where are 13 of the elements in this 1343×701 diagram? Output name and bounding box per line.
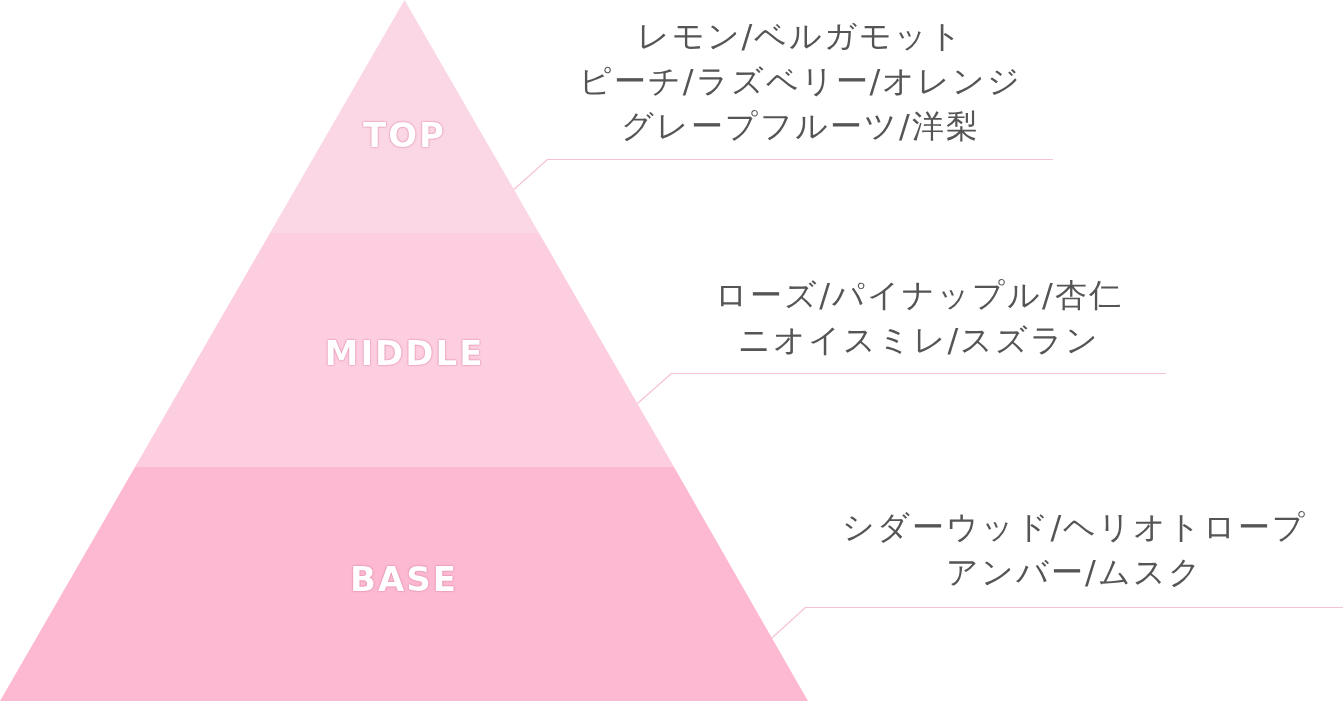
leader-line bbox=[770, 606, 807, 640]
note-text: ローズ/パイナップル/杏仁 bbox=[714, 275, 1124, 316]
note-text: シダーウッド/ヘリオトロープ bbox=[840, 507, 1309, 548]
note-text: グレープフルーツ/洋梨 bbox=[620, 106, 981, 147]
pyramid-tier bbox=[135, 233, 674, 467]
note-text: アンバー/ムスク bbox=[945, 552, 1204, 593]
note-text: レモン/ベルガモット bbox=[635, 16, 966, 57]
pyramid-tier bbox=[0, 467, 808, 701]
leader-line bbox=[511, 158, 549, 192]
note-text: ニオイスミレ/スズラン bbox=[736, 320, 1102, 361]
note-text: ピーチ/ラズベリー/オレンジ bbox=[577, 61, 1024, 102]
leader-line bbox=[635, 372, 673, 406]
tier-label: BASE bbox=[349, 559, 459, 599]
